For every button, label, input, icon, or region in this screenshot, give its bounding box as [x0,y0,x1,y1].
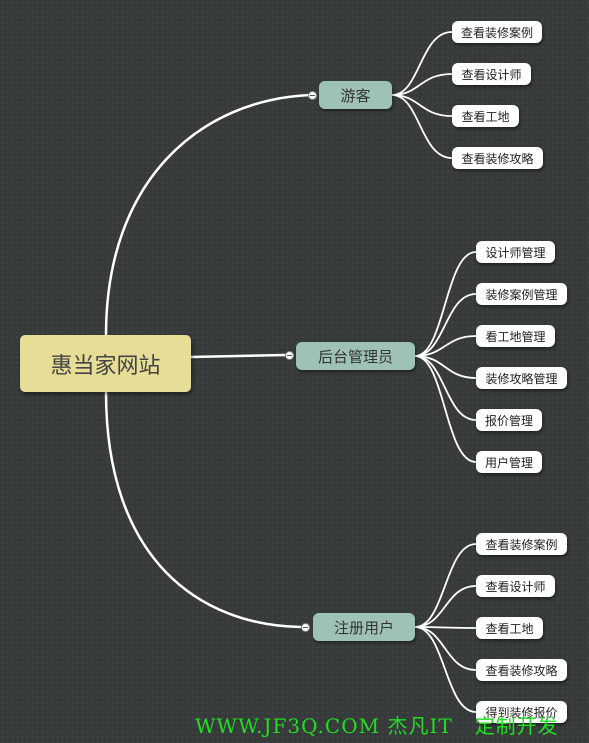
watermark: WWW.JF3Q.COM 杰凡IT 定制开发 [195,709,559,739]
leaf-node[interactable]: 设计师管理 [476,241,555,263]
leaf-label: 查看装修案例 [485,537,558,552]
collapse-toggle-visitor[interactable] [308,91,317,100]
connector-visitor-4 [391,94,453,159]
leaf-label: 查看装修攻略 [485,663,558,678]
connector-root-visitor [104,93,312,337]
leaf-label: 报价管理 [484,413,533,428]
leaf-node[interactable]: 查看设计师 [476,575,555,597]
leaf-label: 用户管理 [484,455,533,470]
branch-label: 后台管理员 [317,347,393,366]
leaf-label: 得到装修报价 [485,705,558,720]
root-label: 惠当家网站 [50,353,161,379]
branch-label: 注册用户 [333,618,394,637]
leaf-label: 查看装修案例 [460,25,533,40]
connector-admin-1 [414,251,477,357]
leaf-label: 看工地管理 [485,329,546,344]
leaf-node[interactable]: 看工地管理 [476,325,555,347]
connector-admin-6 [414,355,477,463]
watermark-site: WWW.JF3Q.COM 杰凡IT [195,713,453,738]
branch-label: 游客 [340,86,371,105]
connector-admin-5 [414,355,477,421]
leaf-node[interactable]: 装修攻略管理 [476,367,567,389]
connector-visitor-1 [391,31,453,96]
connector-user-2 [414,585,477,628]
connector-admin-4 [414,355,477,379]
branch-node-admin[interactable]: 后台管理员 [296,342,415,370]
connector-user-4 [414,626,477,671]
leaf-node[interactable]: 查看工地 [452,105,519,127]
connector-user-5 [414,626,477,713]
leaf-node[interactable]: 用户管理 [476,451,542,473]
leaf-label: 查看设计师 [461,67,522,82]
leaf-node[interactable]: 得到装修报价 [476,701,567,723]
leaf-label: 设计师管理 [485,245,546,260]
connector-admin-3 [414,335,477,357]
leaf-node[interactable]: 查看装修攻略 [476,659,567,681]
leaf-label: 查看工地 [461,109,510,124]
leaf-label: 查看工地 [485,621,534,636]
connector-visitor-2 [391,73,453,96]
connector-root-user [104,390,302,629]
leaf-label: 装修攻略管理 [485,371,558,386]
leaf-node[interactable]: 查看装修案例 [476,533,567,555]
connector-admin-2 [414,293,477,357]
leaf-node[interactable]: 报价管理 [476,409,542,431]
leaf-label: 查看装修攻略 [461,151,534,166]
leaf-label: 查看设计师 [485,579,546,594]
leaf-label: 装修案例管理 [485,287,558,302]
collapse-toggle-user[interactable] [301,623,310,632]
leaf-node[interactable]: 查看装修案例 [452,21,542,43]
connector-user-1 [414,543,477,628]
watermark-tag: 定制开发 [474,713,559,738]
leaf-node[interactable]: 查看工地 [476,617,543,639]
branch-node-user[interactable]: 注册用户 [313,613,415,641]
connector-root-admin [189,353,287,359]
leaf-node[interactable]: 查看设计师 [452,63,531,85]
leaf-node[interactable]: 装修案例管理 [476,283,567,305]
branch-node-visitor[interactable]: 游客 [319,81,392,109]
collapse-toggle-admin[interactable] [285,351,294,360]
leaf-node[interactable]: 查看装修攻略 [452,147,543,169]
root-node[interactable]: 惠当家网站 [20,335,191,392]
